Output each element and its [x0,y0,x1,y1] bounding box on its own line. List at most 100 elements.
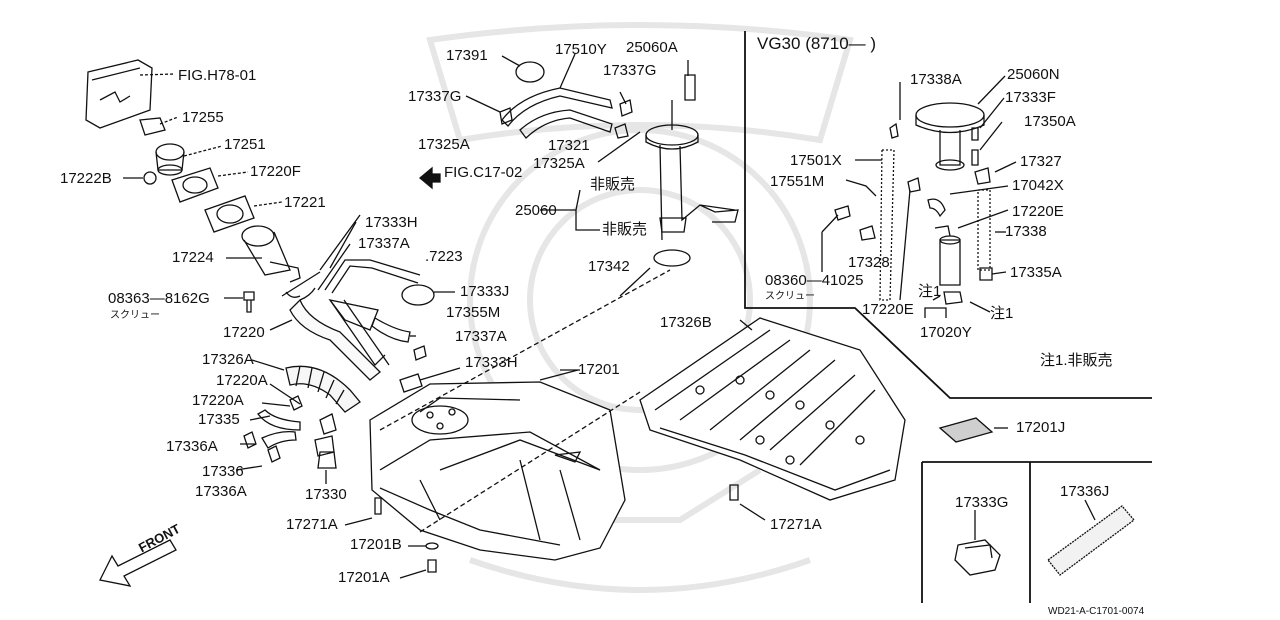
hose-17220 [269,298,381,381]
label-fig-c17: FIG.C17-02 [444,164,523,181]
clamp-17333j [401,284,455,306]
fuel-tank-17201 [369,369,626,561]
hose-17333h-upper [281,214,361,301]
label-17333f: 17333F [1005,89,1056,106]
label-17350a: 17350A [1024,113,1076,130]
label-17551m: 17551M [770,173,825,190]
clip-17337a-lower [413,345,427,361]
label-17338: 17338 [1005,223,1047,240]
label-17335a: 17335A [1010,264,1062,281]
label-17342: 17342 [588,258,630,275]
small-hoses-lower-left [235,395,337,471]
label-17220e-2: 17220E [862,301,914,318]
label-25060: 25060 [515,202,557,219]
clamp-17391 [501,55,545,83]
label-17337g-1: 17337G [603,62,657,79]
label-17220a-2: 17220A [192,392,244,409]
label-17020y: 17020Y [920,324,972,341]
label-17337g-2: 17337G [408,88,462,105]
pump-module-25060n [915,102,985,171]
label-17221: 17221 [284,194,326,211]
label-17333j: 17333J [460,283,510,300]
label-hihanbai-1: 非販売 [590,176,636,193]
bolt-08363 [224,291,255,313]
label-17336: 17336 [202,463,244,480]
filler-neck-17224 [226,225,301,283]
label-17330: 17330 [305,486,347,503]
label-17326b: 17326B [660,314,712,331]
label-17325a-1: 17325A [418,136,470,153]
label-17321: 17321 [548,137,590,154]
label-17220a-1: 17220A [216,372,268,389]
label-17223: .7223 [425,248,463,265]
label-17501x: 17501X [790,152,842,169]
label-17328: 17328 [848,254,890,271]
grommet-17251 [155,143,223,176]
note-text: 注1.非販売 [1040,352,1113,369]
label-17338a: 17338A [910,71,962,88]
label-17220e-1: 17220E [1012,203,1064,220]
hose-17336j [1047,499,1135,576]
label-17042x: 17042X [1012,177,1064,194]
label-17201: 17201 [578,361,620,378]
hose-17042x [899,177,946,301]
pump-17020y [934,225,963,305]
label-17220: 17220 [223,324,265,341]
clamp-17333g [954,539,1001,576]
nut-17222b [123,171,157,185]
label-17251: 17251 [224,136,266,153]
label-17325a-2: 17325A [533,155,585,172]
label-17333g: 17333G [955,494,1009,511]
line-17551m [834,179,877,241]
pad-17201j [938,417,994,443]
label-17201b: 17201B [350,536,402,553]
gasket-17220f [171,167,249,203]
dashed-leader-tank-2 [419,391,641,533]
label-fig-h78: FIG.H78-01 [178,67,257,84]
lower-inset-frame [921,461,1152,603]
tank-bolts [344,497,439,579]
front-arrow [99,539,177,587]
label-hihanbai-2: 非販売 [602,221,648,238]
label-17271a-1: 17271A [286,516,338,533]
label-17222b: 17222B [60,170,112,187]
drawing-code: WD21-A-C1701-0074 [1048,606,1145,617]
label-note1-b: 注1 [990,305,1014,322]
label-17355m: 17355M [446,304,501,321]
label-note1-a: 注1 [918,283,942,300]
label-17327: 17327 [1020,153,1062,170]
clamp-17333h-lower [399,367,461,393]
label-08363: 08363—8162G [108,290,210,307]
bracket-lines-25060 [540,189,600,231]
label-17201j: 17201J [1016,419,1066,436]
filler-bracket-h78 [85,59,176,129]
label-17201a: 17201A [338,569,390,586]
label-25060a: 25060A [626,39,678,56]
valve-17330 [317,451,337,484]
plate-17221 [204,195,283,233]
sender-unit-25060 [645,74,739,267]
label-17337a-lower: 17337A [455,328,507,345]
label-17255: 17255 [182,109,224,126]
skid-plate-17326b [639,317,906,521]
label-17336j: 17336J [1060,483,1110,500]
label-17333h-lower: 17333H [465,354,518,371]
corrugated-hose-17326a [285,365,361,413]
label-17337a-upper: 17337A [358,235,410,252]
clips-17337g [465,95,633,139]
dashed-leader-tank [379,269,671,431]
label-25060n: 25060N [1007,66,1060,83]
hose-17338 [977,189,993,281]
label-17271a-2: 17271A [770,516,822,533]
breather-tube-17223 [324,259,421,367]
label-17224: 17224 [172,249,214,266]
label-17510y: 17510Y [555,41,607,58]
hose-17355m [371,317,416,343]
fuel-line-17501x [879,122,899,301]
label-17336a-1: 17336A [166,438,218,455]
fasteners-right [971,149,991,185]
inset-title: VG30 (8710— ) [757,34,877,53]
label-08360: 08360—41025 [765,272,864,289]
